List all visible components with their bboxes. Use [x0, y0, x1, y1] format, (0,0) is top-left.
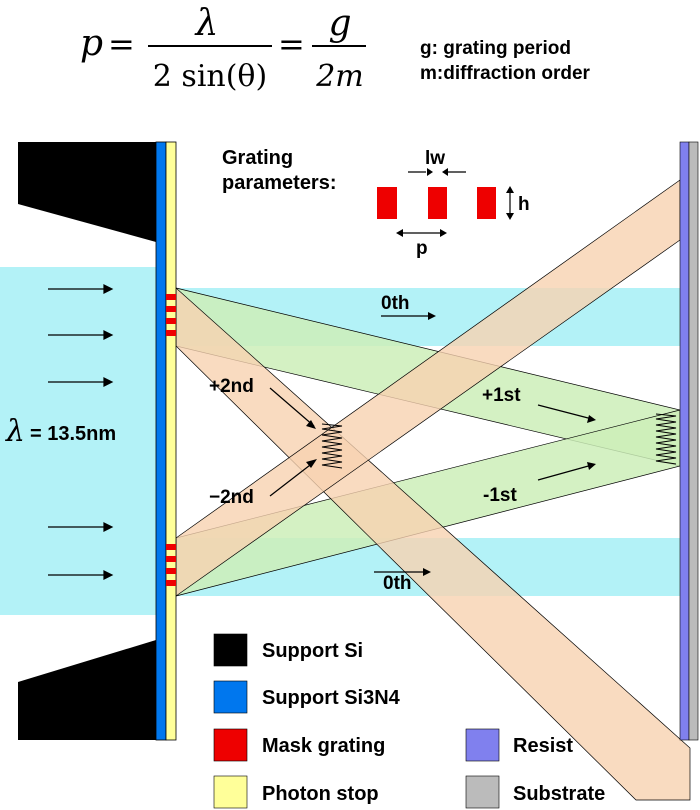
- second-order-interference-pattern: [321, 423, 343, 469]
- grating-bar: [166, 294, 176, 300]
- grating-bar: [166, 580, 176, 586]
- legend-label-mask-grating: Mask grating: [262, 735, 385, 757]
- formula-note-grating-period: g: grating period: [420, 38, 571, 59]
- formula: p = λ 2 sin(θ) = g 2m: [80, 3, 366, 94]
- formula-denominator-sin: 2 sin(θ): [153, 59, 267, 94]
- formula-numerator-lambda: λ: [194, 3, 219, 44]
- photon-stop-layer: [165, 141, 177, 741]
- height-arrowhead-bottom: [506, 213, 514, 220]
- minus-first-order-pointer: [537, 464, 593, 481]
- formula-numerator-g: g: [328, 3, 351, 44]
- minus-second-order-label: −2nd: [209, 487, 254, 508]
- param-grating-bar-2: [428, 187, 447, 219]
- plus-first-order-pointer: [537, 404, 593, 420]
- plus-first-order-pointer-head: [587, 415, 596, 423]
- support-si3n4-membrane: [155, 141, 167, 741]
- minus-first-order-pointer-head: [587, 462, 596, 470]
- minus-first-order-label: -1st: [483, 485, 517, 506]
- legend-label-photon-stop: Photon stop: [262, 783, 379, 805]
- grating-bar: [166, 568, 176, 574]
- period-arrowhead-right: [440, 229, 447, 237]
- formula-note-diffraction-order: m:diffraction order: [420, 63, 591, 84]
- grating-bar: [166, 306, 176, 312]
- support-si-bottom: [18, 640, 156, 740]
- period-label: p: [416, 238, 428, 259]
- zero-order-label-bottom: 0th: [383, 573, 412, 594]
- incident-arrows: [48, 284, 114, 580]
- mask-grating-top: [166, 294, 176, 336]
- param-grating-bar-3: [477, 187, 496, 219]
- minus-second-order-pointer: [269, 461, 315, 497]
- support-si-top: [18, 142, 156, 242]
- zero-order-arrowhead-bottom: [423, 568, 431, 576]
- legend-label-substrate: Substrate: [513, 783, 605, 805]
- legend: Support Si Support Si3N4 Mask grating Ph…: [213, 633, 605, 809]
- zero-order-label-top: 0th: [381, 293, 410, 314]
- substrate-layer: [688, 141, 699, 741]
- plus-second-order-pointer-head: [306, 420, 316, 429]
- resist-layer: [679, 141, 690, 741]
- legend-swatch-substrate: [465, 775, 500, 809]
- plus-second-order-pointer: [269, 387, 315, 427]
- period-arrowhead-left: [396, 229, 403, 237]
- param-grating-bar-1: [377, 187, 397, 219]
- first-order-interference-pattern: [655, 413, 677, 465]
- wavelength-value: = 13.5nm: [30, 423, 116, 445]
- incident-beam: [0, 267, 156, 615]
- legend-swatch-photon-stop: [213, 775, 248, 809]
- plus-second-order-label: +2nd: [209, 376, 254, 397]
- legend-label-support-si: Support Si: [262, 640, 363, 662]
- zero-order-arrowhead-top: [428, 312, 436, 320]
- mask-grating-bottom: [166, 544, 176, 586]
- grating-bar: [166, 556, 176, 562]
- legend-swatch-si3n4: [213, 680, 248, 714]
- formula-equals-1: =: [108, 25, 135, 63]
- formula-equals-2: =: [278, 25, 305, 63]
- plus-first-order-label: +1st: [482, 385, 521, 406]
- legend-swatch-mask-grating: [213, 728, 248, 762]
- grating-bar: [166, 318, 176, 324]
- grating-bar: [166, 330, 176, 336]
- height-arrowhead-top: [506, 186, 514, 193]
- formula-denominator-2m: 2m: [315, 59, 364, 94]
- legend-swatch-resist: [465, 728, 500, 762]
- lambda-symbol: λ: [5, 414, 25, 449]
- legend-label-resist: Resist: [513, 735, 573, 757]
- height-label: h: [518, 194, 530, 215]
- grating-params-title-line2: parameters:: [222, 172, 337, 194]
- linewidth-arrowhead-left: [427, 168, 433, 176]
- linewidth-arrowhead-right: [442, 168, 448, 176]
- grating-params-title-line1: Grating: [222, 147, 293, 169]
- legend-label-si3n4: Support Si3N4: [262, 687, 401, 709]
- grating-bar: [166, 544, 176, 550]
- minus-second-order-pointer-head: [306, 459, 317, 468]
- linewidth-label: lw: [425, 148, 445, 169]
- legend-swatch-support-si: [213, 633, 248, 667]
- formula-lhs: p: [80, 23, 103, 64]
